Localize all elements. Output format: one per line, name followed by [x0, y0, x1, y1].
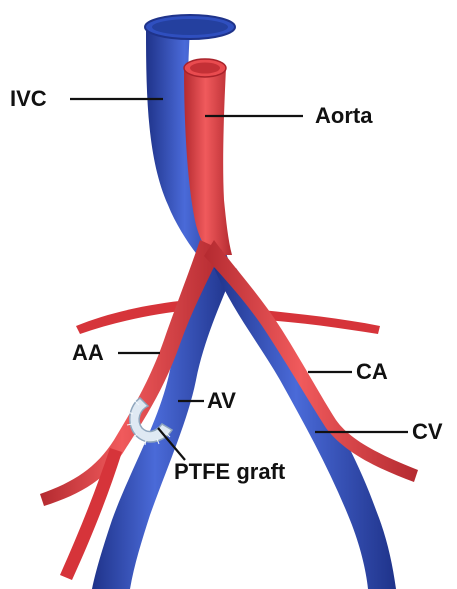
- label-ca: CA: [356, 361, 388, 383]
- vein-group: [92, 15, 396, 589]
- label-aorta: Aorta: [315, 105, 372, 127]
- label-ivc: IVC: [10, 88, 47, 110]
- label-av: AV: [207, 390, 236, 412]
- label-cv: CV: [412, 421, 443, 443]
- label-aa: AA: [72, 342, 104, 364]
- label-ptfe-graft: PTFE graft: [174, 461, 285, 483]
